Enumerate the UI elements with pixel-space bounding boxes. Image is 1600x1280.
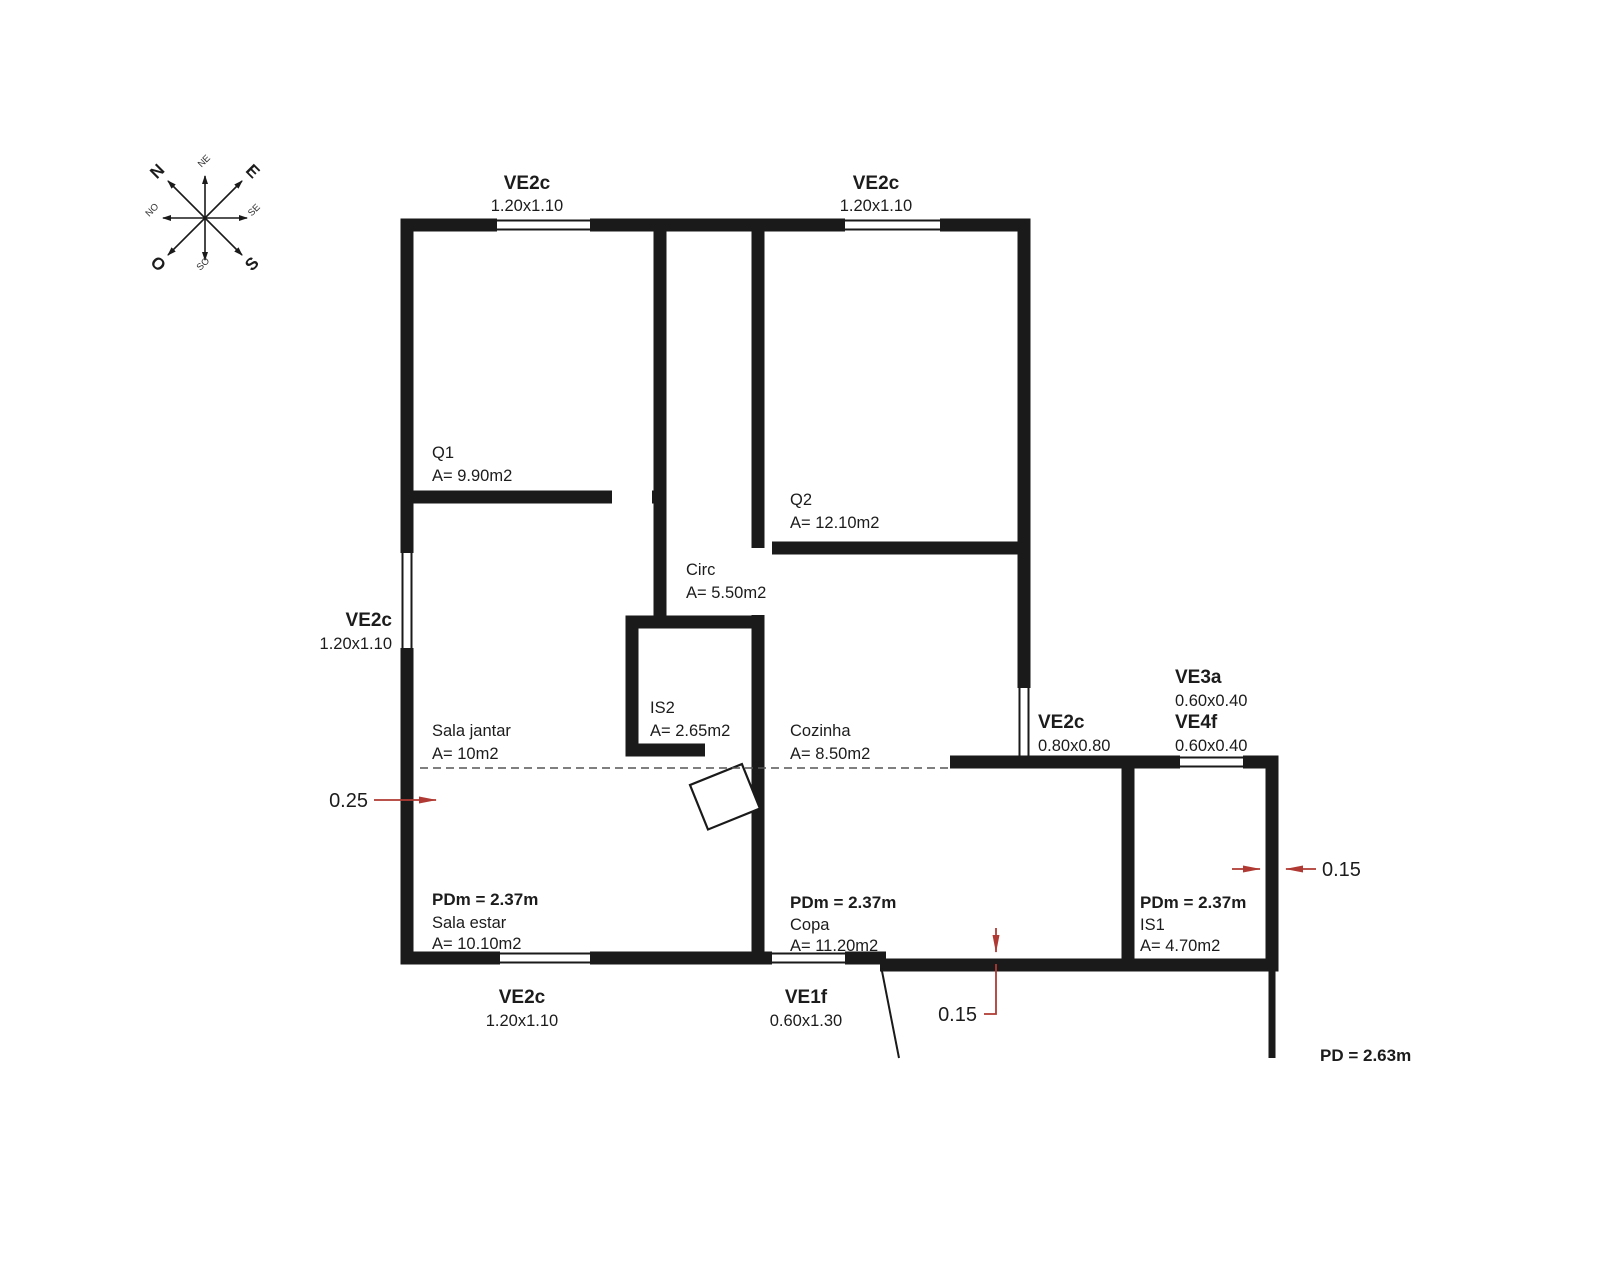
interior-walls (400, 218, 1031, 965)
room-label-q1: Q1 (432, 444, 454, 462)
window-labels: VE2c 1.20x1.10 VE2c 1.20x1.10 VE2c 1.20x… (320, 173, 1248, 1030)
window-code-bottom1: VE2c (499, 987, 546, 1008)
dimension-wall-bottom: 0.15 (938, 1004, 977, 1026)
room-label-circ: Circ (686, 561, 715, 579)
compass-label-o: O (147, 253, 170, 276)
window-code-right: VE2c (1038, 712, 1085, 733)
room-area-is1: A= 4.70m2 (1140, 937, 1220, 955)
room-pdm-copa: PDm = 2.37m (790, 893, 896, 912)
room-area-sala-jantar: A= 10m2 (432, 745, 499, 763)
room-label-sala-estar: Sala estar (432, 914, 507, 932)
window-size-ve3a: 0.60x0.40 (1175, 692, 1247, 710)
room-label-is2: IS2 (650, 699, 675, 717)
room-area-copa: A= 11.20m2 (790, 937, 878, 955)
room-area-circ: A= 5.50m2 (686, 584, 766, 602)
compass-arrows (162, 175, 248, 261)
room-area-is2: A= 2.65m2 (650, 722, 730, 740)
window-size-top2: 1.20x1.10 (840, 197, 912, 215)
dimension-leader-bottom (984, 964, 997, 1015)
window-code-top1: VE2c (504, 173, 551, 194)
window-code-ve1f: VE1f (785, 987, 828, 1008)
door-leaf-is2 (688, 762, 762, 831)
compass-label-n: N (146, 160, 168, 182)
room-area-sala-estar: A= 10.10m2 (432, 935, 521, 953)
window-code-ve3a: VE3a (1175, 667, 1222, 688)
room-label-cozinha: Cozinha (790, 722, 851, 740)
room-pdm-sala-estar: PDm = 2.37m (432, 890, 538, 909)
window-size-left: 1.20x1.10 (320, 635, 392, 653)
annotation-pd: PD = 2.63m (1320, 1046, 1411, 1065)
compass-label-ne: NE (196, 153, 213, 170)
dimension-wall-left: 0.25 (329, 790, 368, 812)
window-size-right: 0.80x0.80 (1038, 737, 1110, 755)
window-size-ve1f: 0.60x1.30 (770, 1012, 842, 1030)
compass-rose: N E S O NE SE SO NO (143, 153, 263, 276)
window-code-ve4f: VE4f (1175, 712, 1218, 733)
outer-walls (400, 218, 1279, 972)
entrance-door-swing (880, 965, 900, 1059)
window-code-left: VE2c (346, 610, 393, 631)
dimension-annotations: 0.25 0.15 0.15 (329, 790, 1361, 1026)
room-area-q1: A= 9.90m2 (432, 467, 512, 485)
compass-label-s: S (241, 253, 262, 274)
window-size-bottom1: 1.20x1.10 (486, 1012, 558, 1030)
compass-label-no: NO (143, 201, 161, 219)
room-label-is1: IS1 (1140, 916, 1165, 934)
room-pdm-is1: PDm = 2.37m (1140, 893, 1246, 912)
window-glazing-lines (401, 219, 1243, 964)
window-size-ve4f: 0.60x0.40 (1175, 737, 1247, 755)
room-label-copa: Copa (790, 916, 830, 934)
compass-label-se: SE (246, 202, 263, 219)
window-code-top2: VE2c (853, 173, 900, 194)
window-size-top1: 1.20x1.10 (491, 197, 563, 215)
walls (400, 218, 1279, 1059)
room-label-sala-jantar: Sala jantar (432, 722, 511, 740)
room-label-q2: Q2 (790, 491, 812, 509)
room-area-q2: A= 12.10m2 (790, 514, 879, 532)
room-labels: Q1 A= 9.90m2 Sala jantar A= 10m2 PDm = 2… (432, 444, 1246, 955)
room-area-cozinha: A= 8.50m2 (790, 745, 870, 763)
dimension-wall-right: 0.15 (1322, 859, 1361, 881)
compass-label-so: SO (195, 256, 212, 273)
compass-label-e: E (242, 161, 263, 182)
